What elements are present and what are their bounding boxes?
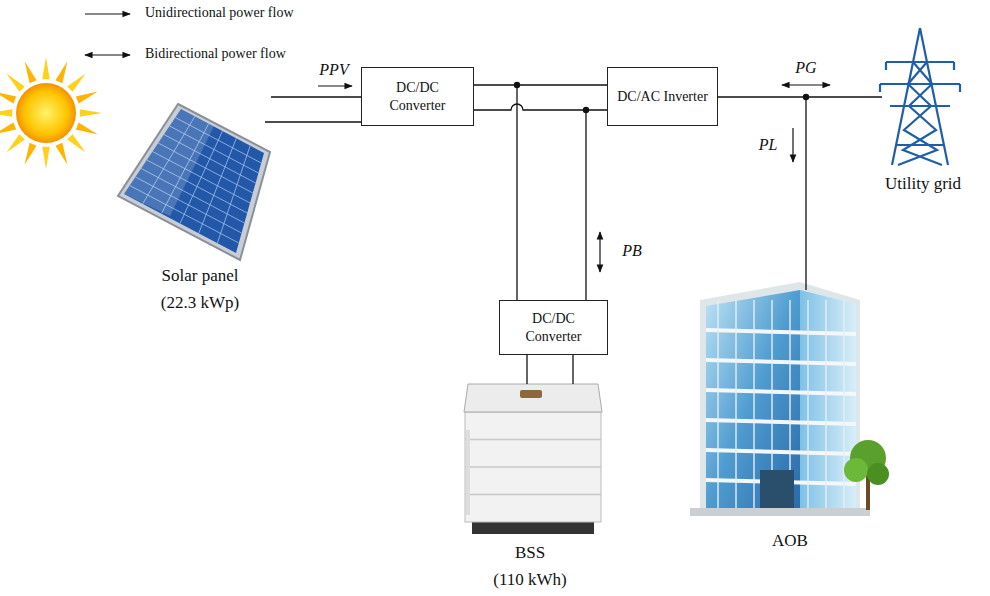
solar-panel-icon: [118, 104, 270, 260]
power-wire: [517, 85, 586, 300]
power-wire: [806, 97, 807, 290]
solar-panel: Solar panel(22.3 kWp): [105, 100, 295, 316]
power-wire: [718, 94, 882, 100]
power-label: PPV: [318, 61, 349, 79]
battery-stack: [464, 384, 602, 534]
transmission-tower: [880, 28, 960, 165]
caption: (110 kWh): [493, 566, 567, 593]
power-label: PG: [794, 59, 817, 77]
power-label: PB: [621, 242, 643, 260]
battery-storage: BSS(110 kWh): [440, 378, 620, 593]
office-building: AOB: [690, 268, 890, 554]
inverter-box: DC/AC Inverter: [607, 67, 718, 126]
box-label: DC/DC Converter: [368, 79, 467, 114]
legend-text: Unidirectional power flow: [145, 5, 294, 21]
caption: Solar panel: [162, 262, 239, 289]
power-wire: [474, 82, 607, 113]
box-label: DC/DC Converter: [506, 310, 601, 345]
caption: (22.3 kWp): [161, 289, 239, 316]
power-wire: [265, 97, 361, 122]
legend-arrow: [85, 14, 130, 55]
office-building: [690, 282, 889, 516]
power-wire: [527, 355, 573, 384]
converter-box: DC/DC Converter: [499, 300, 608, 355]
caption: AOB: [772, 527, 808, 554]
caption: Utility grid: [885, 170, 961, 197]
converter-box: DC/DC Converter: [361, 67, 474, 126]
sun-icon: [0, 57, 102, 169]
box-label: DC/AC Inverter: [617, 88, 708, 106]
legend-text: Bidirectional power flow: [145, 46, 286, 62]
power-label: PL: [758, 136, 779, 154]
utility-grid: Utility grid: [868, 25, 978, 197]
caption: BSS: [515, 539, 545, 566]
